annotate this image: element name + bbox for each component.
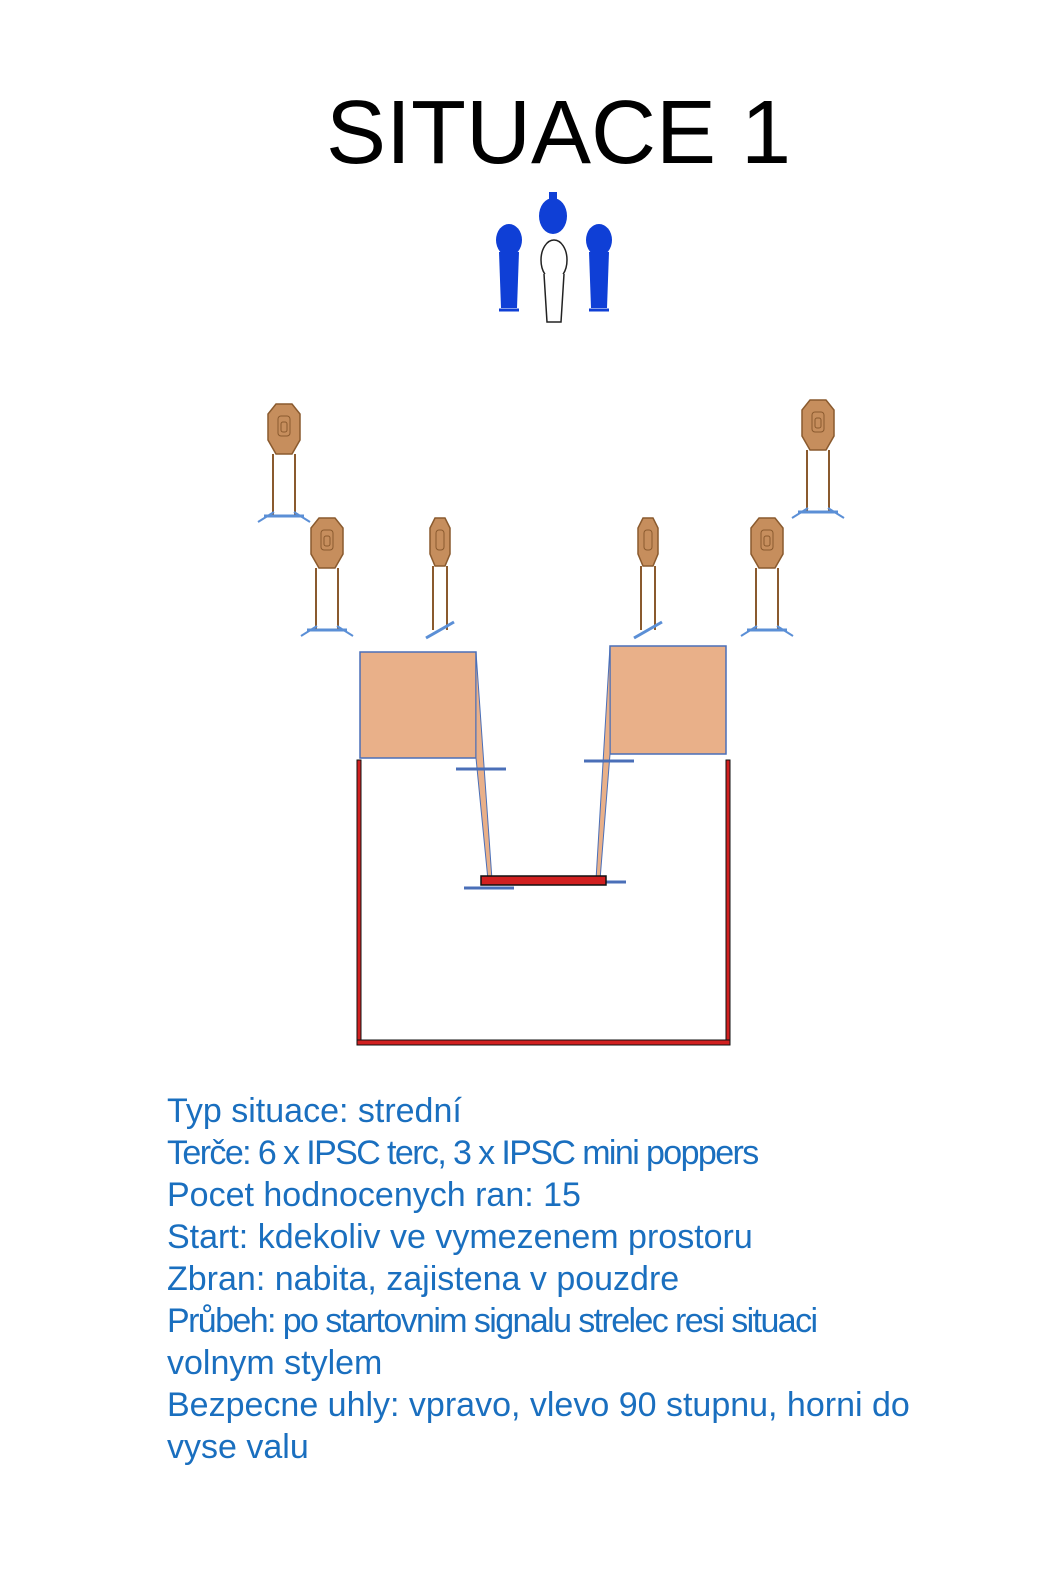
popper-right xyxy=(586,224,612,312)
ipsc-target-far-right xyxy=(790,398,846,520)
popper-center-blue xyxy=(539,192,567,234)
page-title: SITUACE 1 xyxy=(325,83,792,183)
description-safe-angles: Bezpecne uhly: vpravo, vlevo 90 stupnu, … xyxy=(167,1386,910,1424)
ipsc-target-mid-right xyxy=(739,516,795,638)
description-type: Typ situace: strední xyxy=(167,1092,462,1130)
ipsc-target-inner-right xyxy=(632,516,664,640)
description-safe-angles-cont: vyse valu xyxy=(167,1428,309,1466)
ipsc-target-mid-left xyxy=(299,516,355,638)
popper-left xyxy=(496,224,522,312)
popper-center-white xyxy=(540,239,568,323)
description-procedure: Průbeh: po startovnim signalu strelec re… xyxy=(167,1302,818,1340)
description-start: Start: kdekoliv ve vymezenem prostoru xyxy=(167,1218,753,1256)
barricade-right xyxy=(580,645,727,884)
ipsc-target-far-left xyxy=(256,402,312,524)
shooting-area xyxy=(356,759,731,1046)
description-procedure-cont: volnym stylem xyxy=(167,1344,383,1382)
barricade-left xyxy=(359,651,514,890)
ipsc-target-inner-left xyxy=(424,516,456,640)
description-targets: Terče: 6 x IPSC terc, 3 x IPSC mini popp… xyxy=(167,1134,759,1172)
description-weapon: Zbran: nabita, zajistena v pouzdre xyxy=(167,1260,680,1298)
stage-description: Typ situace: strední Terče: 6 x IPSC ter… xyxy=(167,1090,1027,1468)
description-rounds: Pocet hodnocenych ran: 15 xyxy=(167,1176,581,1214)
